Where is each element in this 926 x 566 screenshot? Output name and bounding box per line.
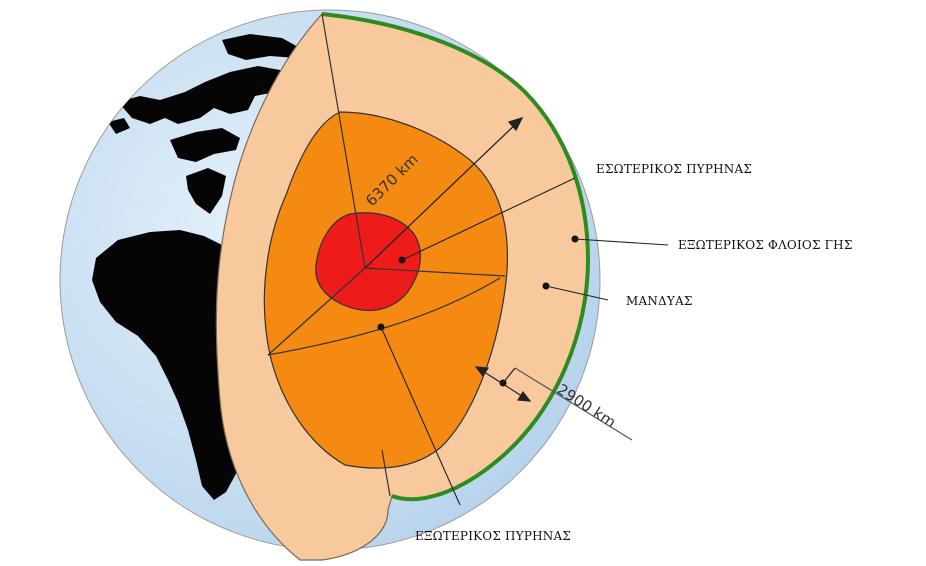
outer-core-label: ΕΞΩΤΕΡΙΚΟΣ ΠΥΡΗΝΑΣ (415, 529, 571, 543)
mantle-label: ΜΑΝΔΥΑΣ (626, 294, 693, 308)
inner-core-label: ΕΣΩΤΕΡΙΚΟΣ ΠΥΡΗΝΑΣ (596, 162, 752, 176)
crust-label: ΕΞΩΤΕΡΙΚΟΣ ΦΛΟΙΟΣ ΓΗΣ (678, 238, 853, 252)
